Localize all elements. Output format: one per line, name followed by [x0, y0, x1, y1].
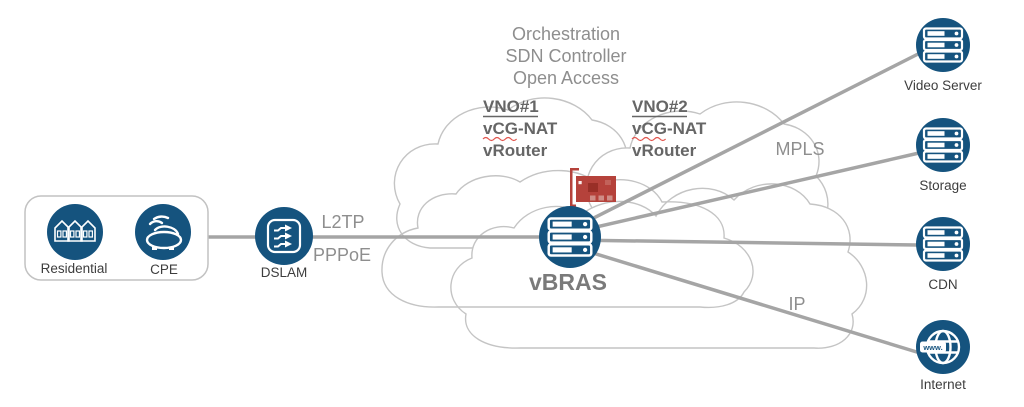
cdn-label: CDN [928, 277, 957, 292]
vno1-fn1: vCG-NAT [483, 119, 558, 138]
cpe-node [135, 204, 191, 260]
title-line-3: Open Access [513, 68, 619, 88]
storage-node [916, 118, 970, 172]
vno1-name: VNO#1 [483, 97, 539, 116]
residential-circle [47, 204, 103, 260]
inner-core-cloud [381, 169, 754, 309]
vno2-name: VNO#2 [632, 97, 688, 116]
cdn-node [916, 217, 970, 271]
residential-label: Residential [41, 261, 108, 276]
cpe-router-icon [145, 215, 183, 250]
internet-node: www. [916, 320, 970, 374]
vbras-label: vBRAS [529, 269, 607, 295]
cpe-label: CPE [150, 262, 178, 277]
storage-server-icon [922, 127, 964, 163]
links [200, 50, 923, 355]
video-server-node [916, 18, 970, 72]
internet-label: Internet [920, 377, 966, 392]
title-line-2: SDN Controller [505, 46, 626, 66]
cdn-server-icon [922, 226, 964, 262]
vbras-server-icon [547, 217, 593, 257]
globe-www-text: www. [922, 343, 942, 352]
l2tp-label: L2TP [321, 212, 364, 232]
vno2-fn2: vRouter [632, 141, 697, 160]
video-server-icon [922, 27, 964, 63]
pppoe-label: PPPoE [313, 245, 371, 265]
residential-houses-icon [54, 219, 96, 242]
labels: Orchestration SDN Controller Open Access… [41, 24, 983, 392]
video-server-label: Video Server [904, 78, 982, 93]
vbras-node [539, 206, 601, 268]
vno2-fn1: vCG-NAT [632, 119, 707, 138]
internet-globe-icon: www. [920, 329, 961, 365]
nic-card-icon [570, 168, 616, 207]
dslam-node [255, 207, 313, 265]
mpls-label: MPLS [775, 139, 824, 159]
title-line-1: Orchestration [512, 24, 620, 44]
residential-node [47, 204, 103, 260]
dslam-label: DSLAM [261, 265, 308, 280]
vno1-fn2: vRouter [483, 141, 548, 160]
vno1-spellcheck-squiggle [482, 136, 518, 142]
ip-label: IP [788, 294, 805, 314]
cdn-link [569, 238, 918, 247]
video-server-link [569, 50, 923, 232]
vno2-spellcheck-squiggle [631, 136, 667, 142]
dslam-switch-icon [266, 218, 302, 254]
storage-label: Storage [919, 178, 966, 193]
storage-link [569, 151, 920, 235]
internet-link [569, 244, 921, 355]
